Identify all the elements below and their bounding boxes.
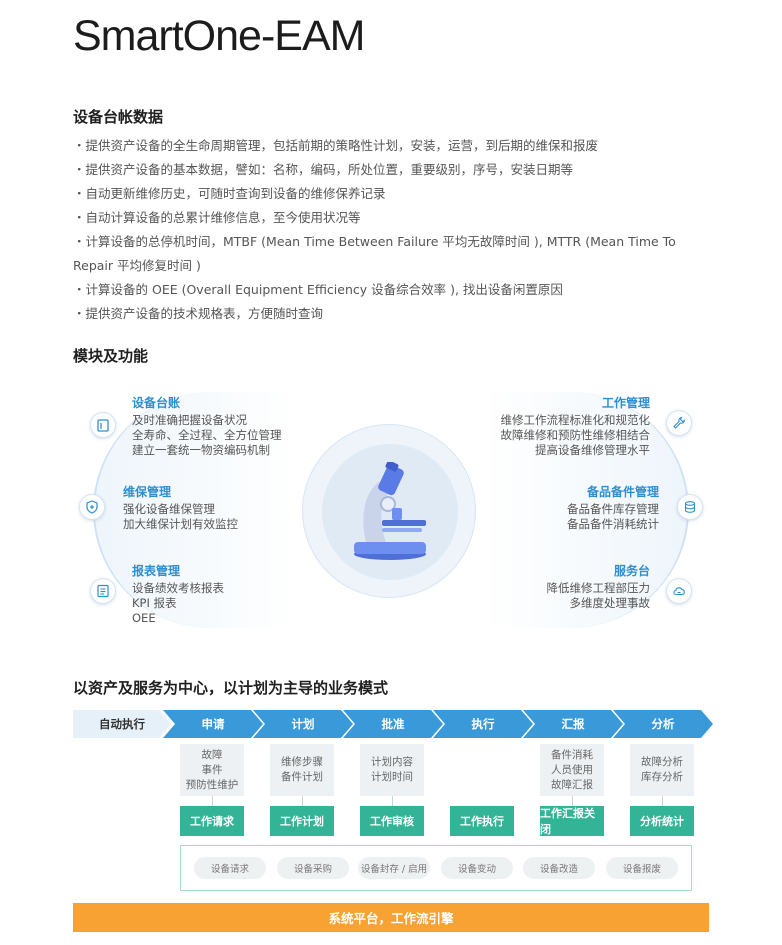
process-flow: 自动执行 申请 计划 批准 执行 汇报 分析 bbox=[73, 710, 713, 738]
connector-line bbox=[212, 796, 213, 806]
module-line: 强化设备维保管理 bbox=[123, 502, 215, 516]
chip-device-request[interactable]: 设备请求 bbox=[194, 857, 266, 879]
module-line: 维修工作流程标准化和规范化 bbox=[500, 413, 651, 427]
shield-plus-icon bbox=[79, 494, 105, 520]
detail-approve: 计划内容 计划时间 bbox=[360, 744, 424, 796]
wrench-icon bbox=[666, 410, 692, 436]
left-arc bbox=[93, 392, 298, 628]
module-title: 报表管理 bbox=[132, 564, 181, 578]
process-step-approve: 批准 bbox=[343, 710, 443, 738]
list-item: ・提供资产设备的技术规格表，方便随时查询 bbox=[73, 306, 324, 321]
module-line: 多维度处理事故 bbox=[569, 596, 651, 610]
modules-heading: 模块及功能 bbox=[73, 347, 149, 365]
module-line: 提高设备维修管理水平 bbox=[535, 443, 650, 457]
module-line: 建立一套统一物资编码机制 bbox=[132, 443, 270, 457]
work-plan-button[interactable]: 工作计划 bbox=[270, 806, 334, 836]
module-line: 降低维修工程部压力 bbox=[546, 581, 651, 595]
module-line: 加大维保计划有效监控 bbox=[123, 517, 238, 531]
module-line: 全寿命、全过程、全方位管理 bbox=[132, 428, 282, 442]
chip-device-scrap[interactable]: 设备报废 bbox=[606, 857, 678, 879]
module-line: 及时准确把握设备状况 bbox=[132, 413, 247, 427]
process-step-apply: 申请 bbox=[163, 710, 263, 738]
work-execute-button[interactable]: 工作执行 bbox=[450, 806, 514, 836]
work-report-close-button[interactable]: 工作汇报关闭 bbox=[540, 806, 604, 836]
report-icon bbox=[90, 578, 116, 604]
process-step-execute: 执行 bbox=[433, 710, 533, 738]
module-line: OEE bbox=[132, 611, 156, 625]
microscope-icon bbox=[354, 462, 426, 560]
detail-plan: 维修步骤 备件计划 bbox=[270, 744, 334, 796]
list-item: ・提供资产设备的基本数据，譬如：名称，编码，所处位置，重要级别，序号，安装日期等 bbox=[73, 162, 574, 177]
module-title: 维保管理 bbox=[123, 485, 172, 499]
list-item: ・自动计算设备的总累计维修信息，至今使用状况等 bbox=[73, 210, 361, 225]
center-circle bbox=[302, 424, 476, 598]
ledger-heading: 设备台帐数据 bbox=[73, 108, 164, 126]
process-step-analyze: 分析 bbox=[613, 710, 713, 738]
work-request-button[interactable]: 工作请求 bbox=[180, 806, 244, 836]
ledger-icon bbox=[90, 412, 116, 438]
connector-line bbox=[392, 796, 393, 806]
chip-device-change[interactable]: 设备变动 bbox=[441, 857, 513, 879]
module-title: 设备台账 bbox=[132, 396, 181, 410]
page-title: SmartOne-EAM bbox=[73, 12, 365, 60]
connector-line bbox=[302, 796, 303, 806]
process-step-auto: 自动执行 bbox=[73, 710, 171, 738]
connector-line bbox=[662, 796, 663, 806]
platform-bar: 系统平台，工作流引擎 bbox=[73, 903, 709, 932]
detail-report: 备件消耗 人员使用 故障汇报 bbox=[540, 744, 604, 796]
module-reports: 报表管理 设备绩效考核报表 KPI 报表 OEE bbox=[132, 564, 224, 626]
list-item: ・计算设备的 OEE (Overall Equipment Efficiency… bbox=[73, 282, 563, 297]
process-step-report: 汇报 bbox=[523, 710, 623, 738]
module-spares: 备品备件管理 备品备件库存管理 备品备件消耗统计 bbox=[567, 485, 659, 532]
module-line: 故障维修和预防性维修相结合 bbox=[500, 428, 651, 442]
analysis-stats-button[interactable]: 分析统计 bbox=[630, 806, 694, 836]
process-step-plan: 计划 bbox=[253, 710, 353, 738]
ledger-feature-list: ・提供资产设备的全生命周期管理，包括前期的策略性计划，安装，运营，到后期的维保和… bbox=[73, 134, 713, 326]
cloud-service-icon bbox=[666, 578, 692, 604]
module-line: 备品备件库存管理 bbox=[567, 502, 659, 516]
module-ledger: 设备台账 及时准确把握设备状况 全寿命、全过程、全方位管理 建立一套统一物资编码… bbox=[132, 396, 282, 458]
chip-device-purchase[interactable]: 设备采购 bbox=[277, 857, 349, 879]
module-title: 工作管理 bbox=[601, 396, 650, 410]
right-arc bbox=[484, 392, 689, 628]
detail-apply: 故障 事件 预防性维护 bbox=[180, 744, 244, 796]
list-item: ・自动更新维修历史，可随时查询到设备的维修保养记录 bbox=[73, 186, 386, 201]
module-work: 工作管理 维修工作流程标准化和规范化 故障维修和预防性维修相结合 提高设备维修管… bbox=[501, 396, 651, 458]
module-service: 服务台 降低维修工程部压力 多维度处理事故 bbox=[547, 564, 651, 611]
chip-device-modify[interactable]: 设备改造 bbox=[523, 857, 595, 879]
work-review-button[interactable]: 工作审核 bbox=[360, 806, 424, 836]
connector-line bbox=[572, 796, 573, 806]
database-icon bbox=[677, 494, 703, 520]
module-maintenance: 维保管理 强化设备维保管理 加大维保计划有效监控 bbox=[123, 485, 238, 532]
modules-diagram: 设备台账 及时准确把握设备状况 全寿命、全过程、全方位管理 建立一套统一物资编码… bbox=[73, 378, 709, 642]
module-line: 设备绩效考核报表 bbox=[132, 581, 224, 595]
detail-analyze: 故障分析 库存分析 bbox=[630, 744, 694, 796]
list-item: ・计算设备的总停机时间，MTBF (Mean Time Between Fail… bbox=[73, 234, 676, 273]
chip-device-seal-enable[interactable]: 设备封存 / 启用 bbox=[358, 857, 430, 879]
module-title: 服务台 bbox=[613, 564, 650, 578]
module-title: 备品备件管理 bbox=[586, 485, 659, 499]
module-line: 备品备件消耗统计 bbox=[567, 517, 659, 531]
module-line: KPI 报表 bbox=[132, 596, 177, 610]
business-heading: 以资产及服务为中心，以计划为主导的业务模式 bbox=[73, 679, 389, 697]
list-item: ・提供资产设备的全生命周期管理，包括前期的策略性计划，安装，运营，到后期的维保和… bbox=[73, 138, 599, 153]
